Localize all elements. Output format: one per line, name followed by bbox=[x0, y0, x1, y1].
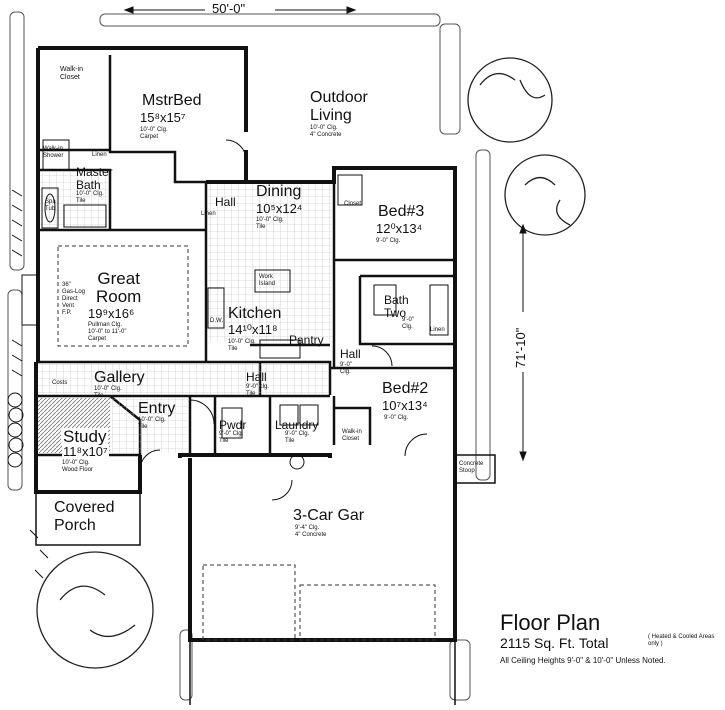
great-room-label: Great Room bbox=[96, 269, 142, 306]
walkin-shower: Walk-in Shower bbox=[43, 146, 64, 159]
plan-heated-note: ( Heated & Cooled Areas only ) bbox=[648, 634, 715, 647]
bed3-size: 12⁰x13⁴ bbox=[376, 221, 423, 236]
gallery-notes: 10'-0" Clg. Tile bbox=[94, 386, 122, 399]
study-label: Study bbox=[61, 427, 109, 446]
laundry-notes: 9'-0" Clg. Tile bbox=[285, 431, 310, 444]
plan-title: Floor Plan bbox=[500, 610, 601, 635]
outdoor-living-label: Outdoor Living bbox=[310, 89, 368, 124]
hall-right-notes: 9'-0" Clg. bbox=[340, 362, 352, 375]
covered-porch-label: Covered Porch bbox=[54, 499, 115, 534]
laundry-label: Laundry bbox=[275, 418, 319, 432]
mstr-bed-label: MstrBed bbox=[142, 92, 202, 109]
plan-total: 2115 Sq. Ft. Total bbox=[500, 635, 609, 651]
linen-hall: Linen bbox=[201, 211, 216, 217]
width-dimension: 50'-0" bbox=[212, 1, 246, 16]
dining-label: Dining bbox=[256, 183, 302, 200]
great-room-size: 19⁹x16⁶ bbox=[88, 306, 135, 321]
stoop-porch bbox=[35, 454, 496, 705]
trees bbox=[36, 57, 586, 669]
concrete-stoop-label: Concrete Stoop bbox=[459, 461, 484, 474]
pwdr-notes: 9'-0" Clg. Tile bbox=[219, 431, 244, 444]
pantry-label: Pantry bbox=[289, 333, 324, 347]
entry-label: Entry bbox=[138, 400, 176, 417]
bed2-size: 10⁷x13⁴ bbox=[382, 398, 428, 413]
kitchen-label: Kitchen bbox=[228, 305, 282, 322]
pwdr-label: Pwdr bbox=[219, 418, 247, 432]
garage-notes: 9'-4" Clg. 4" Concrete bbox=[295, 525, 327, 538]
work-island: Work Island bbox=[259, 274, 276, 287]
garage-label: 3-Car Gar bbox=[293, 507, 365, 524]
walkin-closet-master: Walk-in Closet bbox=[60, 66, 84, 81]
study-size: 11⁸x10⁷ bbox=[62, 444, 109, 459]
hedges bbox=[7, 11, 491, 701]
spa-tub: Spa Tub bbox=[45, 199, 56, 212]
bath-two-notes: 9'-0" Clg. bbox=[402, 317, 414, 330]
depth-dimension: 71'-10" bbox=[513, 327, 528, 368]
linen-master: Linen bbox=[92, 152, 107, 158]
plan-ceiling-note: All Ceiling Heights 9'-0" & 10'-0" Unles… bbox=[500, 656, 666, 665]
hall-mid-label: Hall bbox=[246, 370, 267, 384]
fixtures bbox=[21, 139, 449, 501]
master-bath-label: Master Bath bbox=[76, 165, 113, 192]
dining-notes: 10'-0" Clg. Tile bbox=[256, 217, 284, 230]
bed3-notes: 9'-0" Clg. bbox=[376, 238, 401, 244]
kitchen-size: 14¹⁰x11⁸ bbox=[228, 322, 278, 337]
bed2-notes: 9'-0" Clg. bbox=[384, 415, 409, 421]
dining-size: 10⁵x12⁴ bbox=[256, 201, 303, 216]
study-notes: 10'-0" Clg. Wood Floor bbox=[62, 460, 93, 474]
great-room-notes: Pullman Clg. 10'-0" to 11'-0" Carpet bbox=[88, 322, 127, 342]
hall-right-label: Hall bbox=[340, 347, 361, 361]
ceiling-outlines bbox=[57, 245, 436, 641]
mstr-bed-size: 15⁸x15⁷ bbox=[140, 110, 186, 125]
mstr-bed-notes: 10'-0" Clg. Carpet bbox=[140, 127, 168, 140]
bed3-label: Bed#3 bbox=[378, 203, 425, 220]
kitchen-notes: 10'-0" Clg. Tile bbox=[228, 339, 256, 352]
hall-mid-notes: 9'-0" clg. Tile bbox=[246, 384, 269, 397]
bed2-label: Bed#2 bbox=[382, 380, 429, 397]
closet-bed3: Closet bbox=[344, 201, 362, 207]
gallery-label: Gallery bbox=[94, 369, 145, 386]
linen-bath-two: Linen bbox=[430, 327, 445, 333]
entry-notes: 10'-0" Clg. Tile bbox=[138, 417, 166, 430]
master-bath-notes: 10'-0" Clg. Tile bbox=[76, 191, 104, 204]
costs-label: Costs bbox=[52, 380, 68, 386]
fireplace-label: 36" Gas-Log Direct Vent F.P. bbox=[62, 282, 86, 316]
walkin-closet-bed2: Walk-in Closet bbox=[342, 429, 362, 442]
outdoor-living-notes: 10'-0" Clg. 4" Concrete bbox=[310, 125, 342, 138]
dimension-lines bbox=[123, 6, 527, 462]
hall-top-label: Hall bbox=[215, 195, 236, 209]
tile-floors bbox=[38, 172, 332, 453]
dw-label: D.W. bbox=[210, 318, 223, 324]
bath-two-label: Bath Two bbox=[384, 293, 409, 320]
